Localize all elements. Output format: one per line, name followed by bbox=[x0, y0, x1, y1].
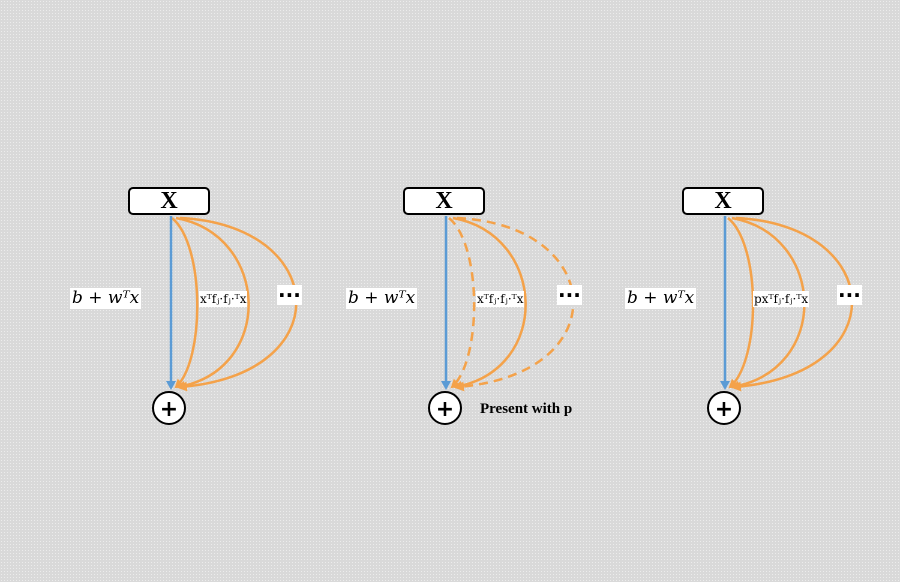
feature-term-label: pxᵀfⱼ·fⱼ·ᵀx bbox=[753, 291, 810, 307]
feature-arrow-1 bbox=[171, 217, 199, 389]
feature-arrow-2 bbox=[452, 216, 527, 391]
linear-term-label: b + wᵀx bbox=[625, 288, 697, 309]
feature-term-label: xᵀfⱼ·fⱼ·ᵀx bbox=[476, 291, 525, 307]
feature-arrow-2 bbox=[175, 216, 250, 391]
ellipsis: ··· bbox=[557, 283, 582, 307]
feature-arrow-dashed-1 bbox=[448, 217, 476, 389]
sum-node bbox=[428, 391, 462, 425]
input-node-x: X bbox=[682, 187, 764, 215]
feature-arrow-1 bbox=[727, 217, 755, 389]
panel-3-arrows bbox=[707, 216, 854, 425]
panel-1-arrows bbox=[152, 216, 298, 425]
plus-symbol: + bbox=[160, 397, 178, 422]
linear-term-label: b + wᵀx bbox=[70, 288, 142, 309]
sum-node bbox=[707, 391, 741, 425]
plus-symbol: + bbox=[436, 397, 454, 422]
feature-term-label: xᵀfⱼ·fⱼ·ᵀx bbox=[199, 291, 248, 307]
ellipsis: ··· bbox=[837, 283, 862, 307]
input-node-x: X bbox=[128, 187, 210, 215]
panel-2-arrows bbox=[428, 216, 575, 425]
input-node-x: X bbox=[403, 187, 485, 215]
dropout-caption: Present with p bbox=[480, 401, 573, 417]
ellipsis: ··· bbox=[277, 283, 302, 307]
sum-node bbox=[152, 391, 186, 425]
plus-symbol: + bbox=[715, 397, 733, 422]
linear-term-label: b + wᵀx bbox=[346, 288, 418, 309]
